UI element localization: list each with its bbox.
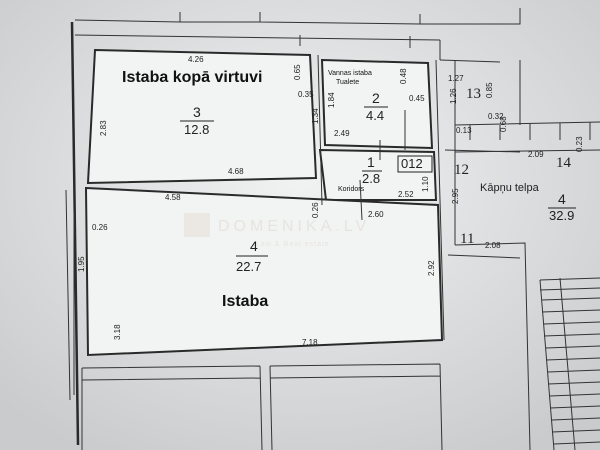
watermark-brand: DOMENIKA.LV [218,218,370,235]
bottom-walls [81,363,443,450]
watermark-tagline: Law & Real estate [256,241,330,248]
dim-0-68: 0.68 [499,116,508,132]
dim-0-48: 0.48 [399,68,408,84]
room-stair-number: 4 [558,191,566,207]
dim-0-85: 0.85 [485,82,494,98]
watermark-logo [184,213,210,237]
dim-2-92: 2.92 [427,260,436,276]
dim-1-27: 1.27 [448,74,464,83]
dim-1-34: 1.34 [311,108,320,124]
dim-4-68: 4.68 [228,167,244,176]
room-bath-name-1: Vannas istaba [328,70,372,77]
room-kitchen-number: 3 [193,104,201,120]
dim-2-08: 2.08 [485,241,501,250]
dim-2-60: 2.60 [368,210,384,219]
dim-0-65: 0.65 [293,64,302,80]
room-kitchen-area: 12.8 [184,122,209,137]
unit-number-14: 14 [556,155,572,171]
unit-number-13: 13 [466,86,481,102]
room-bath-name-2: Tualete [336,79,359,86]
dim-2-09: 2.09 [528,150,544,159]
room-kitchen-outline [86,48,318,185]
room-corridor-outline [318,148,438,201]
room-stair-name: Kāpņu telpa [480,182,540,194]
dim-0-26a: 0.26 [92,223,108,232]
dim-1-95: 1.95 [77,256,86,272]
room-kitchen-name: Istaba kopā virtuvi [122,69,263,86]
room-main-number: 4 [250,238,258,254]
dim-2-52: 2.52 [398,190,414,199]
unit-number-11: 11 [460,231,474,247]
watermark: DOMENIKA.LV Law & Real estate [184,213,370,248]
dim-1-84: 1.84 [327,92,336,108]
dim-0-45: 0.45 [409,94,425,103]
dim-2-83: 2.83 [99,120,108,136]
room-main-area: 22.7 [236,259,261,274]
room-corridor-number: 1 [367,154,375,170]
room-corridor-code: 012 [401,156,423,171]
unit-number-12: 12 [454,162,469,178]
top-wall [74,8,521,60]
dim-0-23: 0.23 [575,136,584,152]
dim-0-13: 0.13 [456,126,472,135]
room-main-outline [84,186,444,357]
dim-7-18: 7.18 [302,338,318,347]
dim-0-32: 0.32 [488,112,504,121]
room-corridor-area: 2.8 [362,171,380,186]
dim-1-10: 1.10 [421,176,430,192]
room-corridor-name: Koridors [338,186,365,193]
dim-3-18: 3.18 [113,324,122,340]
dim-1-26: 1.26 [449,88,458,104]
room-main-name: Istaba [222,293,268,310]
dim-4-58: 4.58 [165,193,181,202]
dim-0-35: 0.35 [298,90,314,99]
dim-4-26: 4.26 [188,55,204,64]
room-bath-number: 2 [372,90,380,106]
room-bath-area: 4.4 [366,108,384,123]
dim-2-95: 2.95 [451,188,460,204]
room-stair-area: 32.9 [549,208,574,223]
stairwell [454,60,600,450]
dim-0-26b: 0.26 [311,202,320,218]
dim-2-49: 2.49 [334,129,350,138]
left-wall [65,21,80,446]
